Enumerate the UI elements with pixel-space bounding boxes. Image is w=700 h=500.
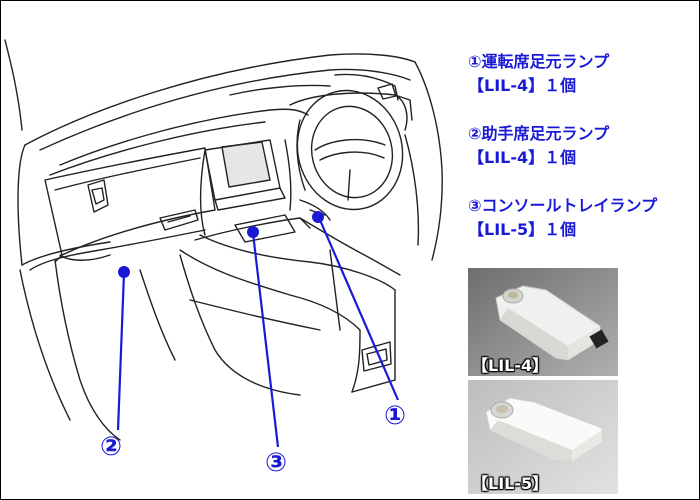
leader-line-1 (318, 219, 400, 401)
target-dot-console-tray (247, 226, 259, 238)
photo-caption-lil4: 【LIL-4】 (472, 356, 549, 375)
product-photo-lil5: 【LIL-5】 (468, 380, 618, 494)
leader-line-3 (251, 232, 280, 448)
lil5-lamp-image (468, 380, 618, 494)
leader-lines (116, 219, 400, 448)
legend-console-tray: ③コンソールトレイランプ 【LIL-5】１個 (468, 194, 657, 242)
photo-caption-lil5: 【LIL-5】 (472, 474, 549, 493)
target-dot-passenger-footwell (118, 266, 130, 278)
legend-driver-footwell: ①運転席足元ランプ 【LIL-4】１個 (468, 50, 609, 98)
legend-passenger-footwell-title: ②助手席足元ランプ (468, 124, 610, 143)
legend-console-tray-title: ③コンソールトレイランプ (468, 196, 658, 215)
leader-line-2 (116, 272, 126, 431)
lil4-lamp-image (468, 268, 618, 376)
legend-driver-footwell-title: ①運転席足元ランプ (468, 52, 610, 71)
callout-marker-3: ③ (265, 448, 287, 478)
legend-passenger-footwell-detail: 【LIL-4】１個 (468, 148, 577, 167)
target-dot-driver-footwell (312, 211, 324, 223)
legend-passenger-footwell: ②助手席足元ランプ 【LIL-4】１個 (468, 122, 609, 170)
legend-driver-footwell-detail: 【LIL-4】１個 (468, 76, 577, 95)
product-photo-lil4: 【LIL-4】 (468, 268, 618, 376)
dashboard-line-art (4, 39, 443, 441)
callout-marker-2: ② (100, 432, 122, 462)
target-dots (118, 211, 324, 278)
legend-console-tray-detail: 【LIL-5】１個 (468, 220, 577, 239)
callout-marker-1: ① (384, 401, 406, 431)
